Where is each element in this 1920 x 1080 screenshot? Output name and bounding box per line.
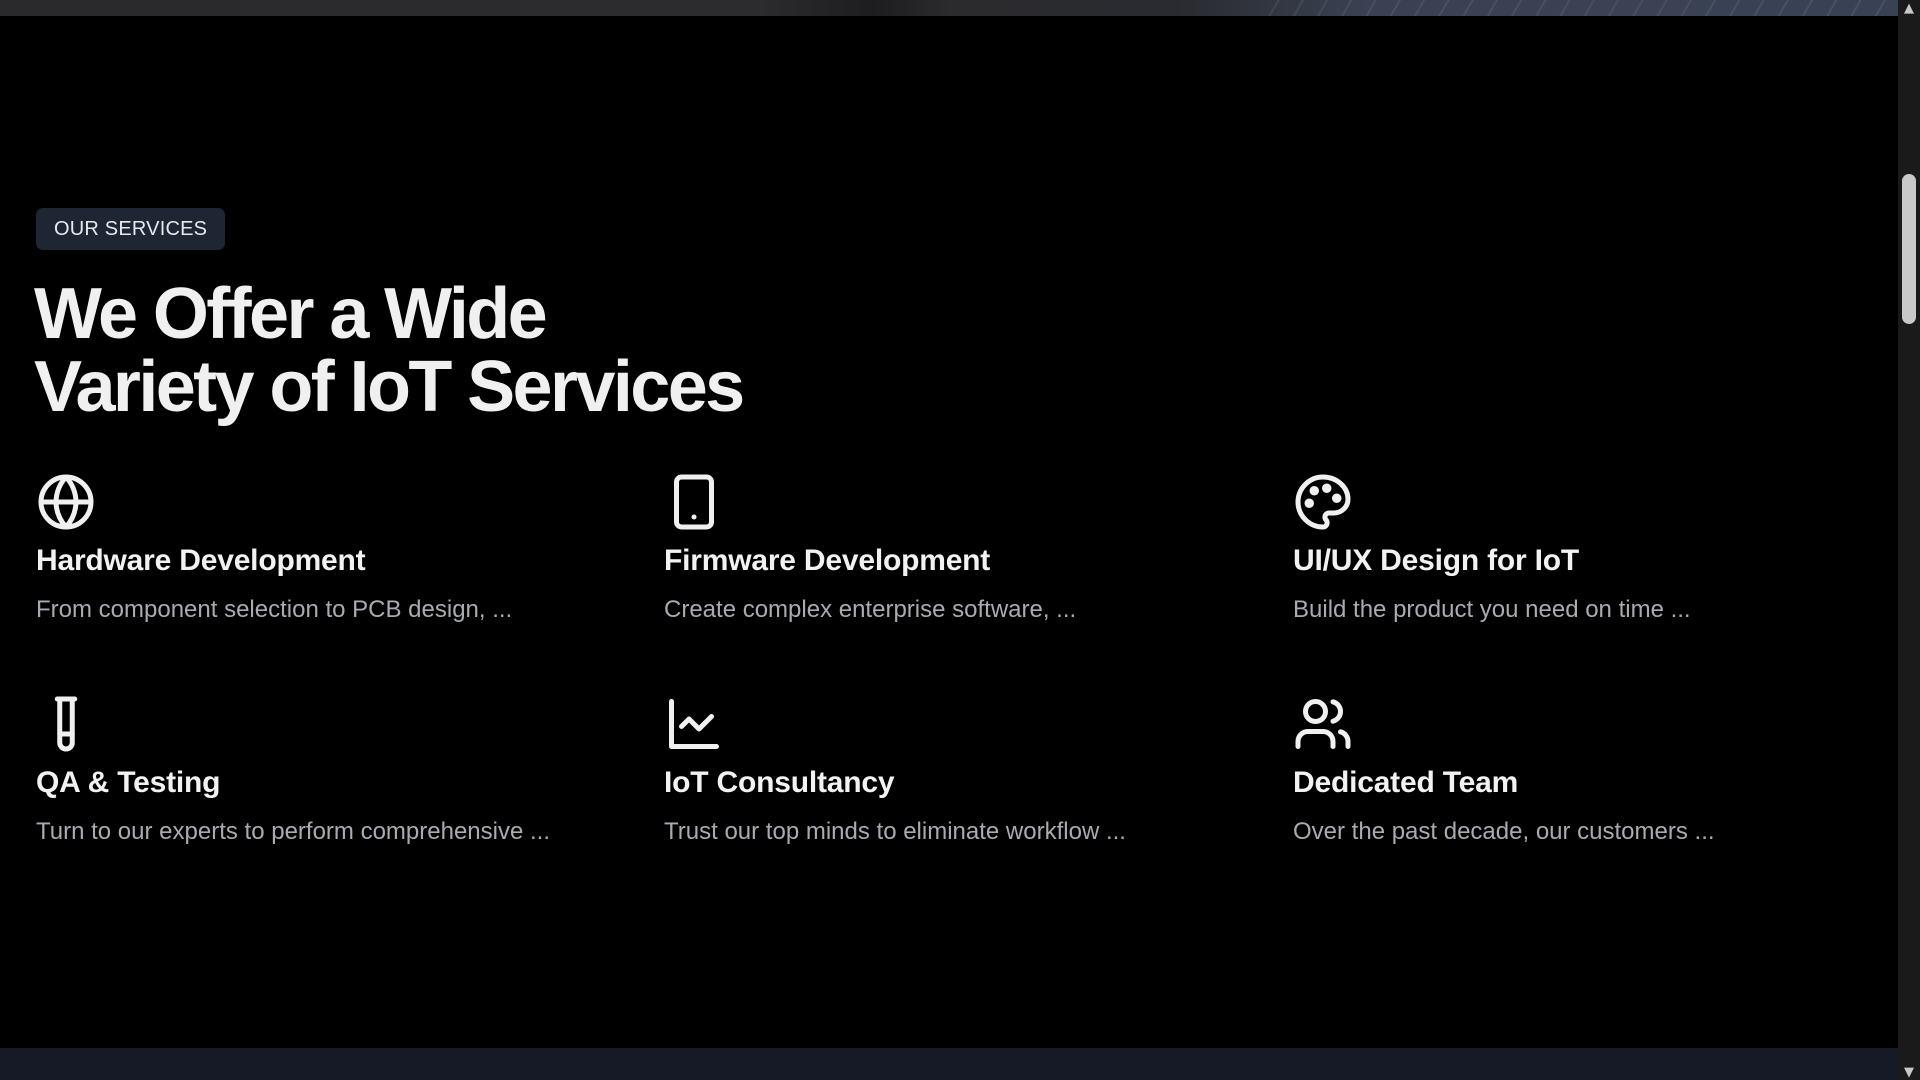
heading-line-2: Variety of IoT Services — [34, 347, 745, 427]
heading-line-1: We Offer a Wide — [34, 274, 548, 354]
line-chart-icon — [664, 694, 724, 754]
service-title: Hardware Development — [36, 544, 366, 577]
service-card-consultancy[interactable]: IoT Consultancy Trust our top minds to e… — [664, 694, 1264, 845]
service-description: Create complex enterprise software, ... — [664, 596, 1077, 623]
users-icon — [1293, 694, 1353, 754]
service-description: From component selection to PCB design, … — [36, 596, 513, 623]
service-title: Firmware Development — [664, 544, 991, 577]
service-card-dedicated-team[interactable]: Dedicated Team Over the past decade, our… — [1293, 694, 1893, 845]
section-badge: OUR SERVICES — [36, 208, 226, 250]
service-description: Trust our top minds to eliminate workflo… — [664, 818, 1126, 845]
tablet-icon — [664, 472, 724, 532]
service-description: Build the product you need on time ... — [1293, 596, 1691, 623]
service-card-hardware[interactable]: Hardware Development From component sele… — [36, 472, 636, 623]
scroll-down-arrow-icon[interactable]: ▼ — [1904, 1064, 1914, 1080]
service-description: Turn to our experts to perform comprehen… — [36, 818, 550, 845]
service-title: IoT Consultancy — [664, 766, 895, 799]
service-card-uiux[interactable]: UI/UX Design for IoT Build the product y… — [1293, 472, 1893, 623]
scrollbar-thumb[interactable] — [1902, 174, 1916, 324]
service-card-qa[interactable]: QA & Testing Turn to our experts to perf… — [36, 694, 636, 845]
palette-icon — [1293, 472, 1353, 532]
service-title: QA & Testing — [36, 766, 221, 799]
section-heading: We Offer a Wide Variety of IoT Services — [34, 278, 934, 424]
service-description: Over the past decade, our customers ... — [1293, 818, 1715, 845]
next-section-edge — [0, 1048, 1898, 1080]
hero-image-bottom-edge — [0, 0, 1898, 16]
service-title: Dedicated Team — [1293, 766, 1519, 799]
service-card-firmware[interactable]: Firmware Development Create complex ente… — [664, 472, 1264, 623]
globe-icon — [36, 472, 96, 532]
service-title: UI/UX Design for IoT — [1293, 544, 1580, 577]
vertical-scrollbar[interactable]: ▲ ▼ — [1898, 0, 1920, 1080]
scroll-up-arrow-icon[interactable]: ▲ — [1904, 0, 1914, 16]
test-tube-icon — [36, 694, 96, 754]
